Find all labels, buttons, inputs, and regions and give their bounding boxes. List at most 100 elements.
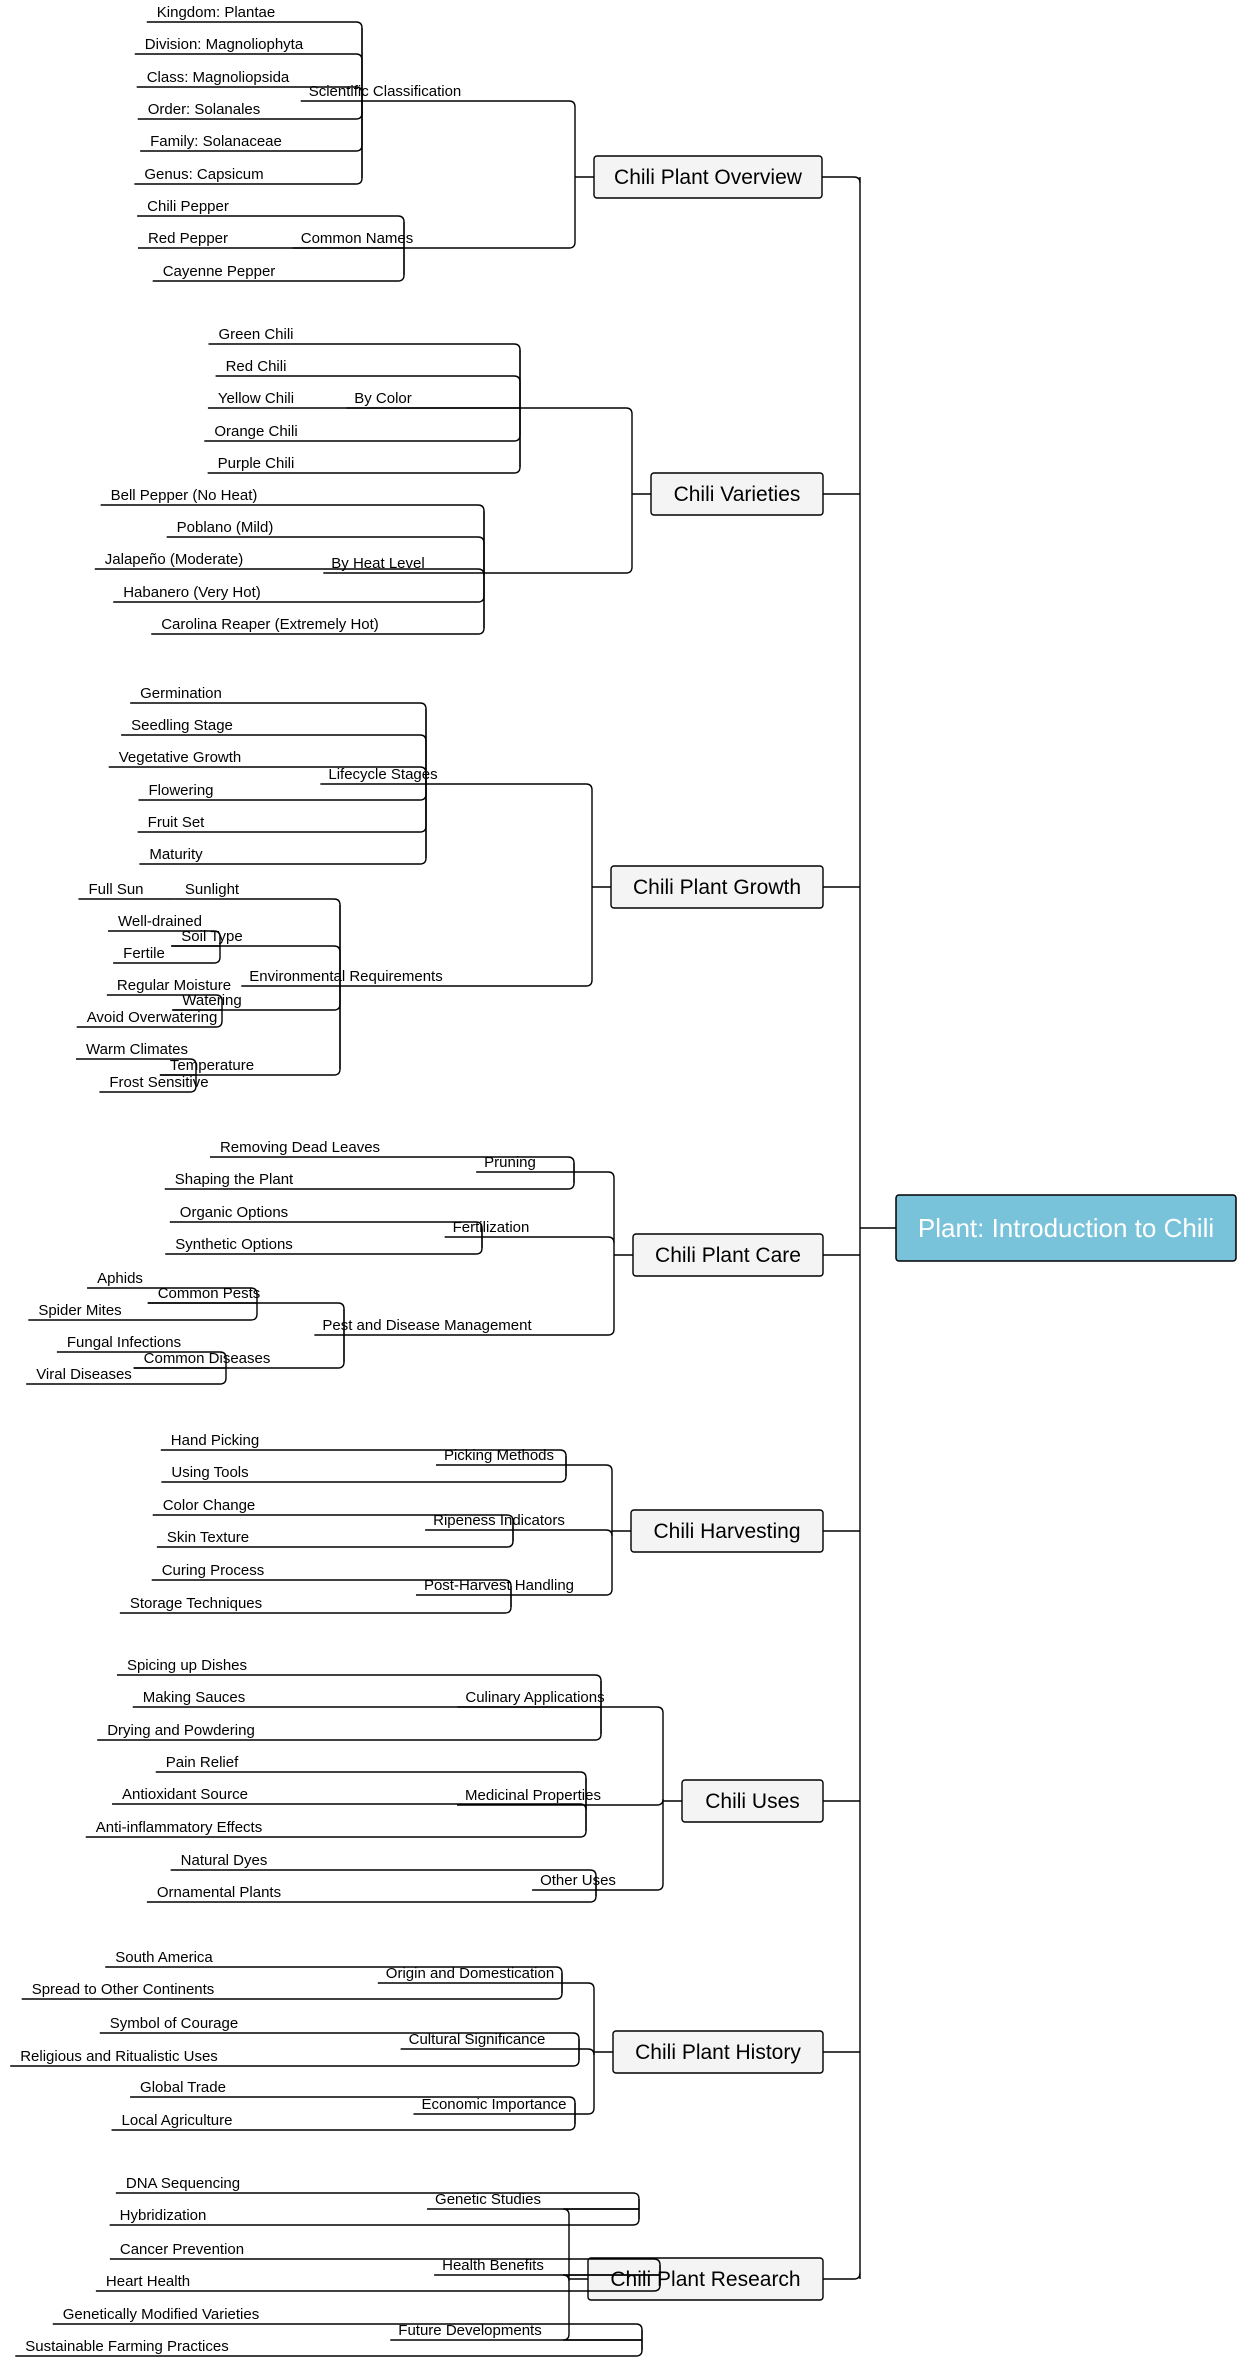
leaf-label: Using Tools <box>171 1464 248 1481</box>
branch-node-label: Chili Varieties <box>674 483 801 506</box>
leaf-label: Flowering <box>148 782 213 799</box>
item-connector <box>94 568 485 576</box>
item-connector <box>209 1156 575 1172</box>
leaf-label: Global Trade <box>140 2079 226 2096</box>
group-connector <box>404 241 576 249</box>
item-connector <box>207 408 521 474</box>
leaf-label: Local Agriculture <box>122 2112 233 2129</box>
subgroup-label: Temperature <box>170 1057 254 1074</box>
leaf-label: Division: Magnoliophyta <box>145 36 304 53</box>
group-connector <box>513 1529 613 1537</box>
leaf-label: South America <box>115 1949 213 1966</box>
group-label: Scientific Classification <box>309 83 462 100</box>
leaf-label: Yellow Chili <box>218 390 294 407</box>
group-connector <box>562 2208 639 2216</box>
item-connector <box>165 1237 483 1255</box>
item-connector <box>119 1595 512 1614</box>
leaf-label: Chili Pepper <box>147 198 229 215</box>
leaf-label: Anti-inflammatory Effects <box>96 1819 262 1836</box>
leaf-connector <box>76 1058 197 1075</box>
group-connector <box>340 979 593 987</box>
leaf-label: Well-drained <box>118 913 202 930</box>
group-label: Picking Methods <box>444 1447 554 1464</box>
leaf-label: Fruit Set <box>148 814 206 831</box>
leaf-label: Habanero (Very Hot) <box>123 584 261 601</box>
leaf-label: Curing Process <box>162 1562 265 1579</box>
item-connector <box>111 2114 576 2131</box>
group-connector <box>520 407 633 415</box>
leaf-label: Purple Chili <box>218 455 295 472</box>
item-connector <box>174 898 341 986</box>
subgroup-label: Common Diseases <box>144 1350 271 1367</box>
leaf-label: Fungal Infections <box>67 1334 181 1351</box>
branch-node-label: Chili Plant Overview <box>614 166 803 189</box>
item-connector <box>152 248 405 282</box>
leaf-label: Pain Relief <box>166 1754 239 1771</box>
branch-node-label: Chili Plant Growth <box>633 876 801 899</box>
group-connector <box>344 1328 615 1336</box>
item-connector <box>10 2049 580 2067</box>
leaf-label: Spread to Other Continents <box>32 1981 215 1998</box>
item-connector <box>95 2275 661 2292</box>
leaf-label: Order: Solanales <box>148 101 261 118</box>
leaf-label: Storage Techniques <box>130 1595 262 1612</box>
leaf-label: Fertile <box>123 945 165 962</box>
branch-node-label: Chili Plant History <box>635 2041 801 2064</box>
group-label: Environmental Requirements <box>249 968 442 985</box>
item-connector <box>130 702 427 784</box>
item-connector <box>151 573 485 635</box>
leaf-label: Germination <box>140 685 222 702</box>
leaf-label: Ornamental Plants <box>157 1884 281 1901</box>
group-connector <box>484 566 633 574</box>
group-label: Pest and Disease Management <box>322 1317 532 1334</box>
leaf-label: Heart Health <box>106 2273 190 2290</box>
leaf-label: Genetically Modified Varieties <box>63 2306 259 2323</box>
leaf-label: Religious and Ritualistic Uses <box>20 2048 218 2065</box>
leaf-connector <box>28 1303 258 1321</box>
item-connector <box>109 2258 661 2275</box>
group-connector <box>575 2107 595 2115</box>
branch-node-label: Chili Harvesting <box>653 1520 800 1543</box>
group-label: By Color <box>354 390 412 407</box>
root-node-label: Plant: Introduction to Chili <box>918 1213 1214 1243</box>
branch-node-label: Chili Plant Research <box>610 2268 800 2291</box>
group-connector <box>562 1982 595 1990</box>
leaf-label: Aphids <box>97 1270 143 1287</box>
leaf-label: Poblano (Mild) <box>177 519 274 536</box>
group-connector <box>362 100 576 108</box>
item-connector <box>155 1771 587 1805</box>
group-connector <box>426 783 593 791</box>
group-label: Cultural Significance <box>409 2031 546 2048</box>
group-connector <box>574 1171 615 1179</box>
leaf-label: Avoid Overwatering <box>87 1009 218 1026</box>
leaf-label: Vegetative Growth <box>119 749 242 766</box>
leaf-label: Spider Mites <box>38 1302 121 1319</box>
item-connector <box>137 215 405 248</box>
leaf-label: Removing Dead Leaves <box>220 1139 380 1156</box>
group-label: Origin and Domestication <box>386 1965 554 1982</box>
leaf-label: Skin Texture <box>167 1529 249 1546</box>
item-connector <box>134 101 363 185</box>
leaf-label: Making Sauces <box>143 1689 246 1706</box>
item-connector <box>161 1465 567 1483</box>
item-connector <box>156 1530 514 1548</box>
group-label: Genetic Studies <box>435 2191 541 2208</box>
item-connector <box>160 1449 567 1465</box>
leaf-connector <box>108 930 221 946</box>
leaf-connector <box>56 1351 227 1368</box>
branch-node-label: Chili Plant Care <box>655 1244 801 1267</box>
leaf-label: Cayenne Pepper <box>163 263 276 280</box>
leaf-connector <box>113 946 221 964</box>
item-connector <box>130 2096 576 2114</box>
item-connector <box>15 2340 643 2357</box>
leaf-label: Red Chili <box>226 358 287 375</box>
item-connector <box>152 1514 514 1530</box>
subgroup-label: Soil Type <box>181 928 242 945</box>
leaf-label: Viral Diseases <box>36 1366 132 1383</box>
group-label: By Heat Level <box>331 555 424 572</box>
leaf-label: Red Pepper <box>148 230 228 247</box>
item-connector <box>105 1966 563 1983</box>
item-connector <box>159 986 341 1076</box>
item-connector <box>208 343 521 408</box>
leaf-label: Genus: Capsicum <box>144 166 263 183</box>
